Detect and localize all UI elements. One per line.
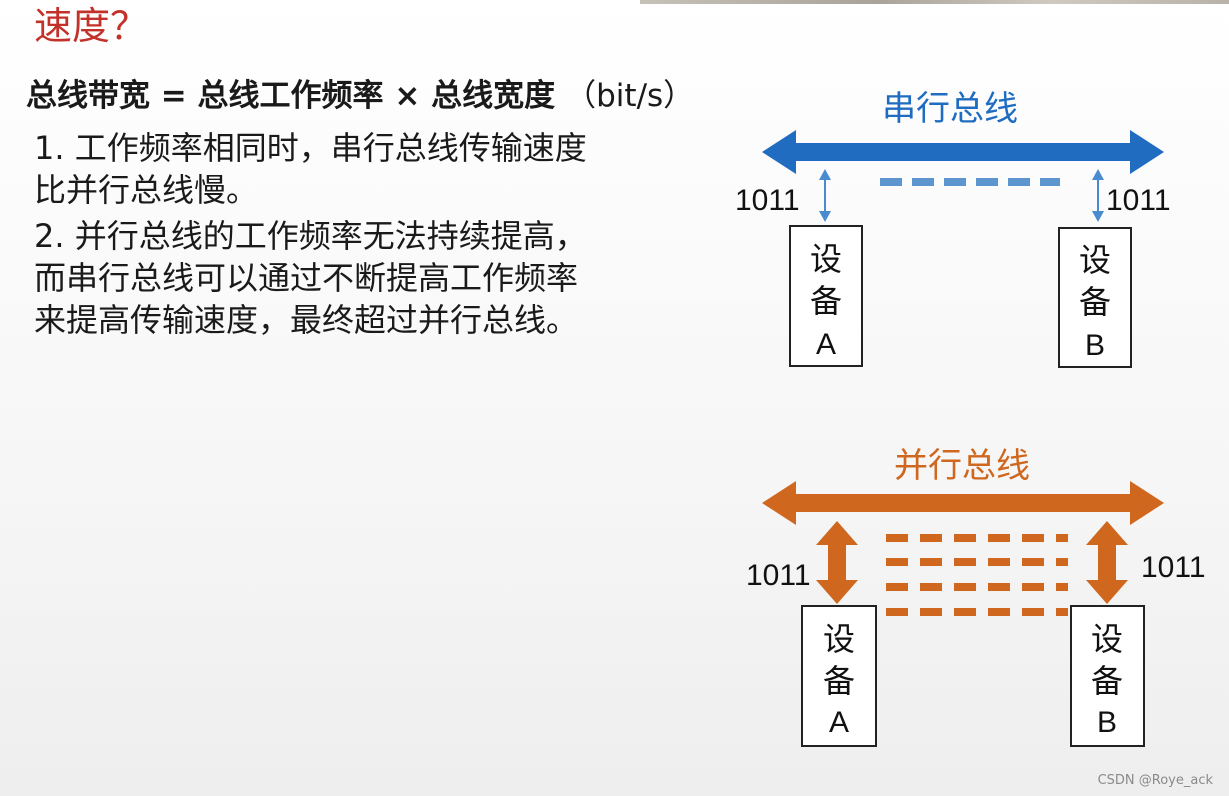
page-title: 速度？ [34, 4, 149, 48]
parallel-device-b-line-1: 设 [1091, 620, 1123, 658]
serial-device-b: 设 备 B [1058, 227, 1132, 368]
serial-data-right: 1011 [1106, 184, 1171, 217]
parallel-link-a [816, 521, 858, 604]
point-1-line-1: 1. 工作频率相同时，串行总线传输速度 [34, 129, 587, 167]
serial-device-b-line-3: B [1085, 329, 1105, 362]
serial-device-b-line-1: 设 [1079, 241, 1111, 279]
formula-expression: 总线带宽 = 总线工作频率 × 总线宽度 [26, 78, 556, 114]
point-1-line-2: 比并行总线慢。 [34, 171, 259, 209]
serial-device-a-line-3: A [816, 328, 836, 361]
parallel-device-a-line-1: 设 [823, 620, 855, 658]
parallel-device-b-line-3: B [1097, 706, 1117, 739]
formula-unit: （bit/s） [565, 78, 695, 114]
parallel-device-b-line-2: 备 [1091, 662, 1123, 700]
serial-bus-diagram: 串行总线 1011 1011 设 备 A 设 备 B [735, 89, 1171, 368]
point-2-line-3: 来提高传输速度，最终超过并行总线。 [34, 301, 579, 339]
parallel-link-b [1086, 521, 1128, 604]
parallel-device-b: 设 备 B [1070, 605, 1145, 747]
video-frame-strip [640, 0, 1229, 4]
parallel-device-a-line-3: A [829, 706, 849, 739]
parallel-device-a-line-2: 备 [823, 662, 855, 700]
point-2-line-1: 2. 并行总线的工作频率无法持续提高， [34, 217, 587, 255]
serial-link-a [819, 169, 831, 222]
serial-bus-title: 串行总线 [882, 89, 1018, 129]
parallel-bus-title: 并行总线 [894, 446, 1030, 486]
serial-link-b [1092, 169, 1104, 222]
point-2-line-2: 而串行总线可以通过不断提高工作频率 [34, 259, 579, 297]
bandwidth-formula: 总线带宽 = 总线工作频率 × 总线宽度（bit/s） [26, 70, 694, 115]
watermark: CSDN @Roye_ack [1097, 773, 1213, 788]
serial-device-a: 设 备 A [789, 225, 863, 367]
serial-data-left: 1011 [735, 184, 800, 217]
serial-device-a-line-1: 设 [810, 240, 842, 278]
serial-bus-arrow [762, 130, 1164, 174]
parallel-bus-diagram: 并行总线 1011 1011 设 备 A 设 备 B [746, 446, 1206, 747]
parallel-data-left: 1011 [746, 559, 811, 592]
serial-device-b-line-2: 备 [1079, 283, 1111, 321]
serial-device-a-line-2: 备 [810, 282, 842, 320]
parallel-data-right: 1011 [1141, 551, 1206, 584]
parallel-bus-arrow [762, 481, 1164, 525]
parallel-bus-dashes [886, 534, 1068, 616]
parallel-device-a: 设 备 A [801, 605, 877, 747]
